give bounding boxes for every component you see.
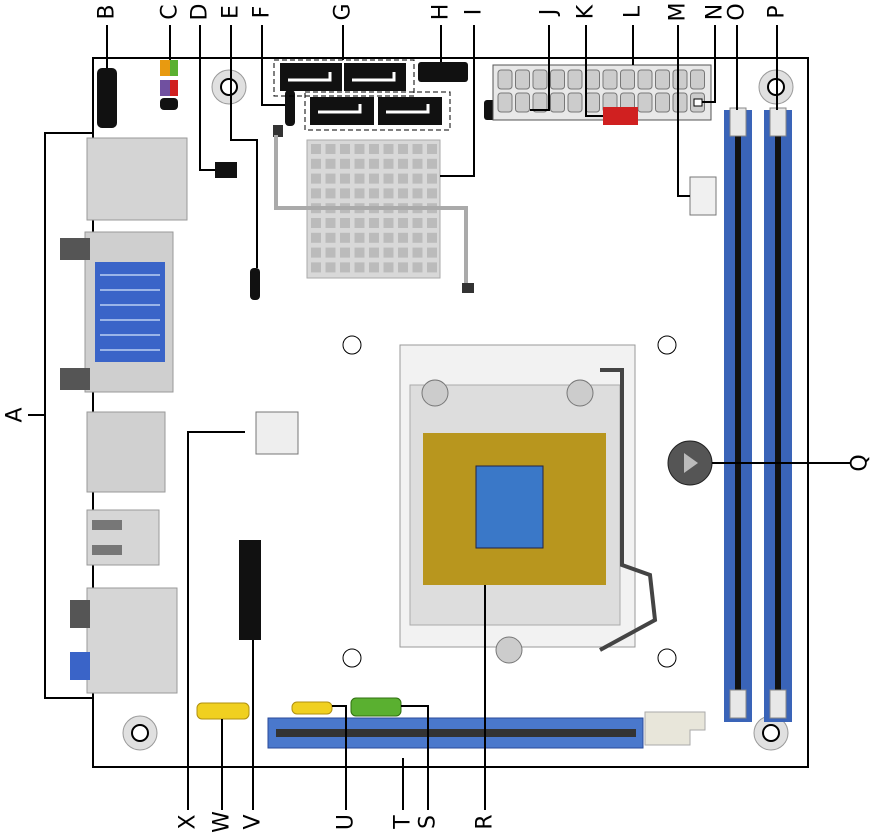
serial-header [97, 68, 117, 128]
label-s: S [416, 815, 441, 829]
label-t: T [391, 815, 416, 830]
heatpipe [274, 135, 468, 285]
callout-a: A [3, 132, 93, 699]
label-v: V [241, 814, 266, 829]
12v-power-connector [255, 411, 299, 455]
label-k: K [574, 4, 599, 19]
label-o: O [725, 3, 750, 20]
label-n: N [703, 4, 728, 20]
label-i: I [462, 9, 487, 16]
usb-header-w [196, 702, 250, 720]
label-w: W [210, 811, 235, 833]
cpu-fan-header [603, 107, 638, 125]
label-l: L [621, 5, 646, 18]
mounting-holes [122, 69, 794, 751]
label-j: J [537, 9, 562, 18]
audio-jacks [86, 587, 178, 694]
sata-led-header [285, 90, 295, 126]
label-a: A [3, 407, 28, 422]
ps2-usb-stack [86, 137, 188, 221]
header-s [350, 697, 402, 717]
front-panel-usb-header [160, 60, 178, 110]
label-p: P [765, 5, 790, 18]
label-q: Q [848, 454, 873, 471]
back-panel [60, 137, 188, 694]
header-u [291, 701, 333, 715]
label-x: X [176, 814, 201, 829]
lan-usb-stack [86, 411, 166, 493]
esata-connector [239, 540, 261, 640]
bios-config-jumper [250, 268, 260, 300]
label-g: G [331, 3, 356, 20]
video-port [95, 262, 165, 362]
label-u: U [334, 814, 359, 830]
callout-leaders [106, 25, 850, 810]
label-h: H [429, 4, 454, 21]
label-r: R [473, 814, 498, 829]
cpu-die [475, 465, 544, 549]
label-d: D [188, 4, 213, 21]
label-e: E [219, 5, 244, 19]
dimm-slots [724, 107, 792, 722]
jumper [273, 125, 283, 137]
label-b: B [95, 4, 120, 19]
cpu-socket [399, 344, 658, 664]
system-fan-header [689, 176, 717, 216]
label-m: M [666, 3, 691, 22]
label-f: F [250, 6, 275, 19]
pcie-x16-slot [267, 711, 706, 749]
chassis-intrusion-header [215, 162, 237, 178]
label-c: C [158, 4, 183, 19]
front-panel-header [418, 62, 468, 82]
jumper-n [693, 98, 703, 107]
usb-ports [86, 509, 160, 566]
sata-connectors [273, 59, 451, 131]
